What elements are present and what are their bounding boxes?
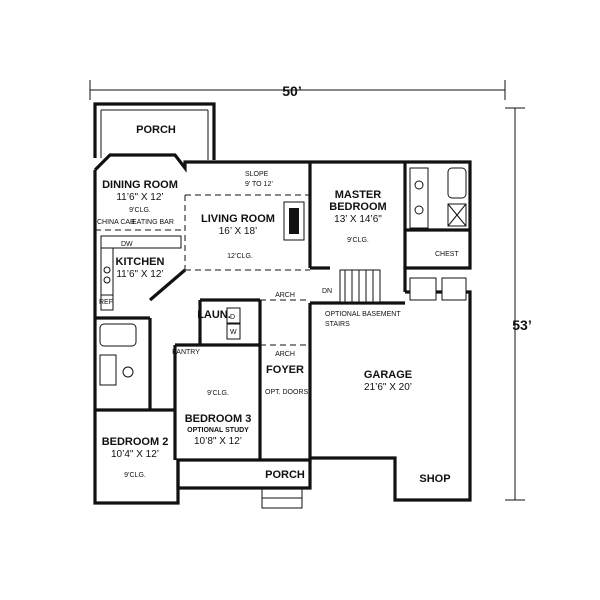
kitchen-label: KITCHEN [116,256,165,268]
china-cab-note: CHINA CAB. [97,219,137,226]
garage-label: GARAGE [364,369,412,381]
hall-bath-fixtures [99,323,137,386]
kitchen-counters [100,235,182,311]
shop-label: SHOP [419,473,450,485]
rear-porch-label: PORCH [136,124,176,136]
bedroom3-size: 10’8" X 12’ [194,436,242,447]
interior-walls [95,162,470,460]
pantry-label: PANTRY [172,349,200,356]
dn-note: DN [322,288,332,295]
bedroom2-size: 10’4" X 12’ [111,449,159,460]
dining-room-ceiling: 9’CLG. [129,207,151,214]
fireplace [283,201,305,241]
eating-bar-note: EATING BAR [132,219,174,226]
dimension-lines [89,80,525,501]
opt-doors-note: OPT. DOORS [265,389,309,396]
laundry-appliances [226,307,241,340]
master-bedroom-label-1: MASTER [335,189,382,201]
opt-basement-note-2: STAIRS [325,321,350,328]
width-dimension: 50’ [282,83,301,99]
dw-note: DW [121,241,133,248]
ceiling-dashed-lines [95,194,310,346]
basement-stairs [339,269,381,303]
chest-note: CHEST [435,251,459,258]
bedroom2-ceiling: 9’CLG. [124,472,146,479]
rear-porch-outline [93,102,216,160]
master-bath-fixtures [409,167,467,229]
front-porch-label: PORCH [265,469,305,481]
laundry-label: LAUN. [197,309,231,321]
slope-note-2: 9’ TO 12’ [245,181,273,188]
storage-fixtures [409,277,467,301]
garage-size: 21’6" X 20’ [364,382,412,393]
foyer-label: FOYER [266,364,304,376]
ref-note: REF [99,299,113,306]
bedroom3-label: BEDROOM 3 [185,413,252,425]
washer-note: W [230,329,237,336]
dining-room-label: DINING ROOM [102,179,178,191]
living-room-label: LIVING ROOM [201,213,275,225]
depth-dimension: 53’ [512,317,531,333]
bedroom3-ceiling: 9’CLG. [207,390,229,397]
living-room-size: 16’ X 18’ [219,226,258,237]
opt-basement-note-1: OPTIONAL BASEMENT [325,311,401,318]
arch-bottom-note: ARCH [275,351,295,358]
master-bedroom-size: 13’ X 14’6" [334,214,382,225]
exterior-walls [93,153,472,505]
master-bedroom-label-2: BEDROOM [329,201,386,213]
kitchen-size: 11’6" X 12’ [116,269,163,280]
bedroom2-label: BEDROOM 2 [102,436,169,448]
master-bedroom-ceiling: 9’CLG. [347,237,369,244]
dryer-note: D [230,314,235,321]
slope-note-1: SLOPE [245,171,269,178]
arch-top-note: ARCH [275,292,295,299]
living-room-ceiling: 12’CLG. [227,253,253,260]
bedroom3-subtitle: OPTIONAL STUDY [187,427,249,434]
dining-room-size: 11’6" X 12’ [116,192,163,203]
front-porch-steps [261,487,303,509]
